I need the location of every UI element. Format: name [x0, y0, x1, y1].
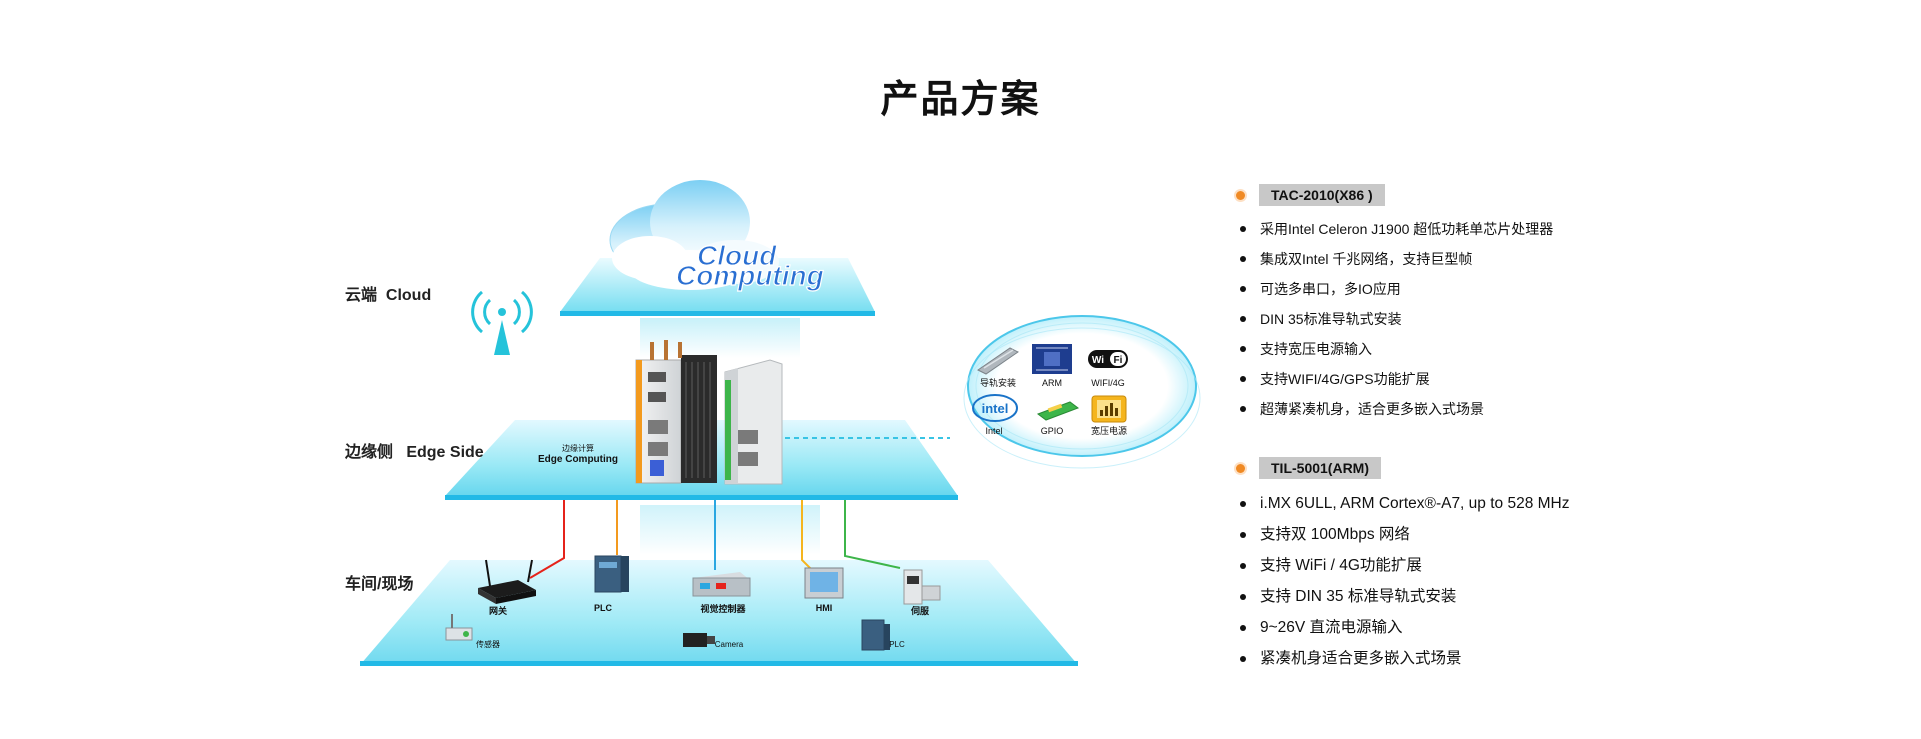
hmi-panel-icon: [804, 567, 844, 599]
device-label: 网关: [489, 605, 507, 616]
edge-device-arm: [724, 359, 783, 485]
device-label: Camera: [715, 640, 744, 649]
din-rail-icon: [977, 347, 1019, 375]
sensor-icon: [445, 614, 473, 641]
router-icon: [478, 559, 536, 604]
feature-ellipse: [963, 315, 1201, 469]
edge-device-x86: [635, 340, 717, 484]
device-labels: 网关 PLC 视觉控制器 HMI 伺服 传感器 Camera PLC: [476, 603, 930, 649]
spec-item: DIN 35标准导轨式安装: [1236, 304, 1553, 334]
arm-chip-icon: [1032, 344, 1072, 374]
page-title: 产品方案: [880, 79, 1041, 121]
svg-text:intel: intel: [982, 401, 1009, 416]
spec-list: i.MX 6ULL, ARM Cortex®-A7, up to 528 MHz…: [1236, 488, 1569, 674]
layer-label-workshop: 车间/现场: [345, 576, 414, 593]
layer-label-cloud: 云端 Cloud: [345, 287, 432, 304]
device-label: PLC: [889, 640, 905, 649]
power-meter-icon: [1091, 395, 1127, 423]
edge-computing-label: 边缘计算 Edge Computing: [538, 443, 618, 465]
svg-text:Computing: Computing: [676, 260, 824, 291]
feature-label: WIFI/4G: [1091, 378, 1125, 388]
spec-item: 采用Intel Celeron J1900 超低功耗单芯片处理器: [1236, 214, 1553, 244]
connection-lines: [529, 500, 901, 579]
spec-item: 集成双Intel 千兆网络，支持巨型帧: [1236, 244, 1553, 274]
svg-text:Fi: Fi: [1114, 355, 1123, 366]
device-label: 伺服: [910, 605, 930, 616]
vision-controller-icon: [692, 572, 751, 597]
spec-item: 9~26V 直流电源输入: [1236, 612, 1569, 643]
spec-item: i.MX 6ULL, ARM Cortex®-A7, up to 528 MHz: [1236, 488, 1569, 519]
spec-item: 支持WIFI/4G/GPS功能扩展: [1236, 364, 1553, 394]
product-header: TIL-5001(ARM): [1236, 457, 1569, 479]
svg-text:Edge Computing: Edge Computing: [538, 454, 618, 465]
product-header: TAC-2010(X86 ): [1236, 184, 1553, 206]
spec-item: 支持双 100Mbps 网络: [1236, 519, 1569, 550]
product-title: TIL-5001(ARM): [1259, 457, 1382, 479]
workshop-platform: [360, 560, 1078, 666]
product-title: TAC-2010(X86 ): [1259, 184, 1385, 206]
wifi-badge-icon: Wi Fi: [1088, 350, 1128, 368]
cloud-computing-logo: Cloud Computing: [675, 239, 824, 291]
cloud-icon: [609, 180, 779, 290]
spec-item: 超薄紧凑机身，适合更多嵌入式场景: [1236, 394, 1553, 424]
spec-item: 支持 WiFi / 4G功能扩展: [1236, 550, 1569, 581]
device-label: 传感器: [476, 639, 500, 649]
feature-label: GPIO: [1041, 426, 1064, 436]
servo-drive-icon: [903, 569, 941, 605]
spec-item: 支持宽压电源输入: [1236, 334, 1553, 364]
product-spec-til5001: TIL-5001(ARM) i.MX 6ULL, ARM Cortex®-A7,…: [1236, 457, 1569, 674]
plc-icon: [594, 555, 629, 593]
feature-label: 导轨安装: [980, 377, 1016, 388]
spec-item: 可选多串口，多IO应用: [1236, 274, 1553, 304]
device-label: HMI: [816, 603, 833, 613]
spec-list: 采用Intel Celeron J1900 超低功耗单芯片处理器 集成双Inte…: [1236, 214, 1553, 424]
layer-label-edge: 边缘侧 Edge Side: [345, 444, 484, 461]
orange-bullet-icon: [1236, 190, 1245, 200]
product-spec-tac2010: TAC-2010(X86 ) 采用Intel Celeron J1900 超低功…: [1236, 184, 1553, 424]
wireless-tower-icon: [471, 290, 533, 355]
svg-text:边缘计算: 边缘计算: [562, 443, 594, 453]
svg-text:Wi: Wi: [1092, 355, 1104, 366]
spec-item: 紧凑机身适合更多嵌入式场景: [1236, 643, 1569, 674]
device-label: 视觉控制器: [700, 603, 746, 614]
orange-bullet-icon: [1236, 463, 1245, 473]
camera-icon: [683, 633, 715, 647]
feature-icons: Wi Fi intel 导轨安装 ARM WIFI/4G Intel GPIO …: [972, 344, 1128, 436]
plc-module-icon: [861, 619, 890, 651]
svg-text:Cloud: Cloud: [697, 240, 777, 271]
device-label: PLC: [594, 603, 613, 613]
spec-item: 支持 DIN 35 标准导轨式安装: [1236, 581, 1569, 612]
light-beams: [640, 318, 820, 555]
feature-label: Intel: [985, 426, 1002, 436]
feature-label: ARM: [1042, 378, 1062, 388]
gpio-board-icon: [1036, 401, 1080, 421]
feature-label: 宽压电源: [1091, 425, 1127, 436]
intel-logo-icon: intel: [972, 394, 1018, 422]
